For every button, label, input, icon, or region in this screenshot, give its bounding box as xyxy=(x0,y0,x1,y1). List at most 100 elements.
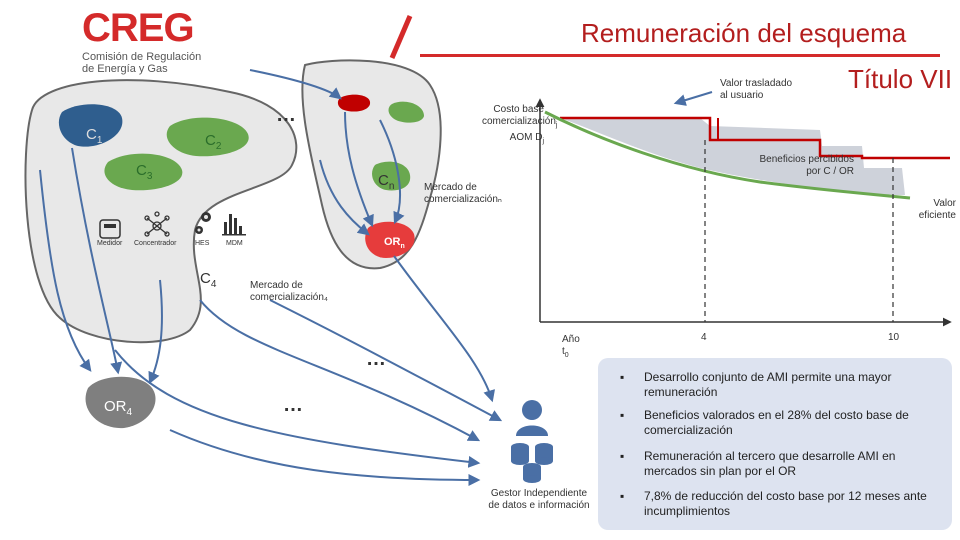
bullet-text-4: 7,8% de reducción del costo base por 12 … xyxy=(644,489,927,518)
gestor-line2: de datos e información xyxy=(488,500,590,511)
bullet-text-2: Beneficios valorados en el 28% del costo… xyxy=(644,408,909,437)
highlights-panel xyxy=(598,358,952,530)
valor-eficiente-label: Valor eficiente xyxy=(906,198,956,222)
mercado-4-line1: Mercado de xyxy=(250,280,303,291)
bullet-item-1: ▪ Desarrollo conjunto de AMI permite una… xyxy=(620,370,940,402)
costo-line3-wrap: AOM Dj xyxy=(482,132,544,148)
benefit-band xyxy=(560,118,905,196)
ellipsis-middle: … xyxy=(366,348,387,370)
bullet-marker-2: ▪ xyxy=(620,408,625,422)
section-title: Título VII xyxy=(848,64,953,94)
mercado-n-label: Mercado de comercializaciónₙ xyxy=(424,182,502,206)
hes-label: HES xyxy=(195,240,210,247)
arrow-1 xyxy=(39,169,92,372)
bullet-item-3: ▪ Remuneración al tercero que desarrolle… xyxy=(620,449,940,481)
arrow-2 xyxy=(71,147,123,375)
bullet-marker-4: ▪ xyxy=(620,489,625,503)
costo-line3-sub: j xyxy=(542,138,544,145)
orn-blob xyxy=(365,221,415,258)
pointer-valor-trasladado xyxy=(673,91,713,106)
medidor-icon xyxy=(99,219,121,239)
medidor-label: Medidor xyxy=(97,240,123,247)
page-title: Remuneración del esquema xyxy=(581,18,907,48)
client-c3-label: C3 xyxy=(136,162,152,182)
bullet-text-1: Desarrollo conjunto de AMI permite una m… xyxy=(644,370,892,399)
arrow-10 xyxy=(393,255,495,403)
creg-logo: CREG Comisión de Regulación de Energía y… xyxy=(82,6,212,75)
costo-line2-wrap: comercializaciónj xyxy=(482,116,557,132)
ellipsis-top: … xyxy=(276,104,297,126)
mercado-4-line2: comercialización₄ xyxy=(250,292,328,303)
or4-label: OR4 xyxy=(104,398,132,418)
valor-trasladado-line1: Valor trasladado xyxy=(720,78,793,89)
client-red-blob xyxy=(337,94,371,112)
anio-line1: Año xyxy=(562,334,580,345)
c1-letter: C xyxy=(86,126,97,143)
or4-sub: 4 xyxy=(126,407,133,418)
costo-line2: comercialización xyxy=(482,116,556,127)
costo-sub: j xyxy=(555,122,558,129)
anio-sub: 0 xyxy=(564,352,569,359)
creg-subtitle-line2: de Energía y Gas xyxy=(82,63,168,75)
tick-4-label: 4 xyxy=(701,332,707,343)
c3-letter: C xyxy=(136,162,147,179)
beneficios-line1: Beneficios percibidos xyxy=(759,154,855,165)
mercado-n-line2: comercializaciónₙ xyxy=(424,194,502,205)
client-c1-blob xyxy=(58,104,123,147)
client-green-small-blob xyxy=(388,101,424,123)
arrow-11 xyxy=(249,69,342,100)
hes-gears-icon xyxy=(195,212,211,234)
concentrador-label: Concentrador xyxy=(134,240,177,247)
orn-text: OR xyxy=(384,236,401,248)
costo-line3: AOM D xyxy=(509,132,543,143)
arrow-5 xyxy=(169,429,481,486)
cn-letter: C xyxy=(378,172,389,189)
c2-letter: C xyxy=(205,132,216,149)
arrow-9 xyxy=(379,119,405,225)
header-underline xyxy=(420,54,940,57)
cn-sub: n xyxy=(388,181,395,192)
orn-sub: n xyxy=(400,243,405,251)
costo-line1: Costo base xyxy=(493,104,544,115)
beneficios-line2: por C / OR xyxy=(806,166,854,177)
arrow-12 xyxy=(269,299,503,422)
gestor-label: Gestor Independiente de datos e informac… xyxy=(474,488,604,512)
c2-sub: 2 xyxy=(215,141,222,152)
gestor-database-icon xyxy=(511,443,553,483)
bullet-text-3: Remuneración al tercero que desarrolle A… xyxy=(644,449,896,478)
arrow-7 xyxy=(319,159,370,236)
client-c3-blob xyxy=(104,153,183,191)
bullet-item-4: ▪ 7,8% de reducción del costo base por 1… xyxy=(620,489,940,521)
or4-text: OR xyxy=(104,398,127,415)
mercado-4-label: Mercado de comercialización₄ xyxy=(250,280,328,304)
tick-10-label: 10 xyxy=(888,332,900,343)
client-c2-label: C2 xyxy=(205,132,221,152)
gestor-line1: Gestor Independiente xyxy=(490,488,588,499)
or4-blob xyxy=(85,376,156,429)
client-cn-blob xyxy=(372,161,411,191)
costo-base-label: Costo base comercializaciónj AOM Dj xyxy=(482,104,557,148)
valor-trasladado-label: Valor trasladado al usuario xyxy=(720,78,792,102)
anio-line2: t xyxy=(562,346,565,357)
c4-letter: C xyxy=(200,270,211,287)
mdm-label: MDM xyxy=(226,240,243,247)
c3-sub: 3 xyxy=(146,171,153,182)
beneficios-label: Beneficios percibidos por C / OR xyxy=(742,154,855,178)
ellipsis-bottom: … xyxy=(283,394,304,416)
arrow-8 xyxy=(344,111,374,228)
client-c4-label: C4 xyxy=(200,270,216,290)
mercado-n-line1: Mercado de xyxy=(424,182,477,193)
valor-eficiente-line1: Valor xyxy=(933,198,956,209)
mdm-bars-icon xyxy=(222,214,246,236)
orn-label: ORn xyxy=(384,236,405,250)
c4-sub: 4 xyxy=(210,279,217,290)
arrow-4 xyxy=(114,349,481,468)
bullet-marker-1: ▪ xyxy=(620,370,625,384)
concentrador-icon xyxy=(144,211,170,237)
transfer-step-line xyxy=(560,116,950,160)
anio-label: Año t0 xyxy=(562,334,580,362)
client-c1-label: C1 xyxy=(86,126,102,146)
creg-wordmark: CREG xyxy=(82,6,195,50)
client-c2-blob xyxy=(166,117,249,157)
